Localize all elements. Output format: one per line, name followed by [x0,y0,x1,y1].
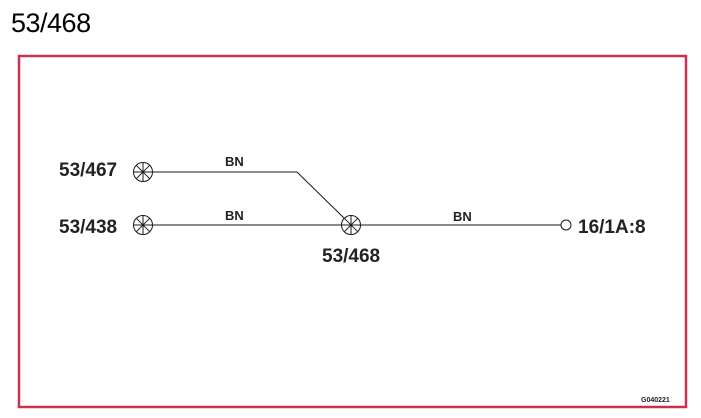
wire-label-n467: BN [225,154,244,169]
diagram-frame [17,54,688,409]
splice-icon [133,162,153,182]
drawing-code: G040221 [641,397,670,404]
page-title: 53/468 [11,8,91,38]
wire-n467-n468 [153,171,346,220]
splice-icon [133,215,153,235]
node-label-n467: 53/467 [59,160,117,181]
wire-label-n468: BN [453,209,472,224]
terminal-icon [560,219,572,231]
wire-label-n438: BN [225,208,244,223]
node-label-n468: 53/468 [322,246,380,267]
node-label-t16: 16/1A:8 [578,217,646,238]
splice-icon [341,215,361,235]
node-label-n438: 53/438 [59,217,117,238]
